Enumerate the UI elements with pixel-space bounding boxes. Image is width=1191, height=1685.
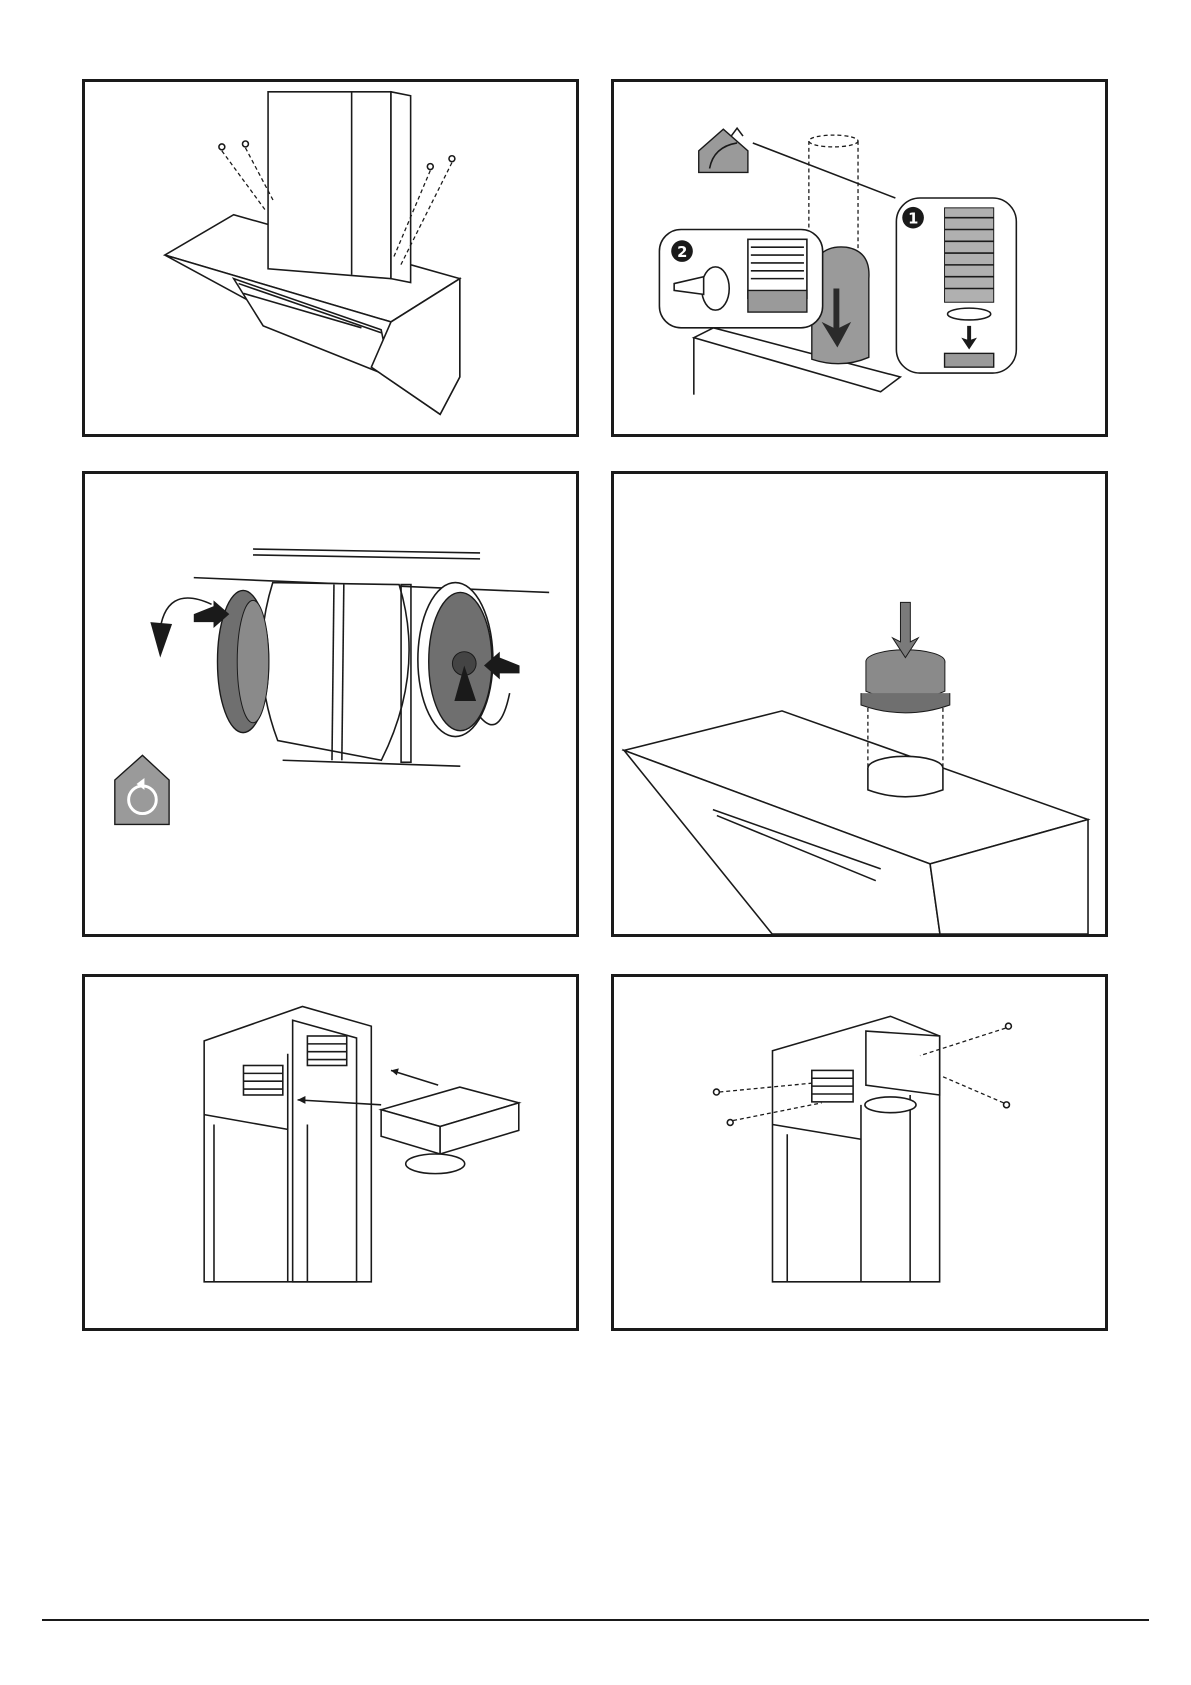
figure-duct-connection: 2 1 [611,79,1108,437]
collar-insertion-illustration [614,474,1105,934]
hose-clamp-icon [948,308,991,320]
flexible-duct-icon [945,208,994,302]
figure-carbon-filter [82,471,579,937]
screwdriver-rotate-icon [702,267,730,310]
deflector-box-insertion-illustration [85,977,576,1328]
deflector-box-screws-illustration [614,977,1105,1328]
svg-text:1: 1 [908,211,918,228]
figure-collar-insertion [611,471,1108,937]
svg-text:2: 2 [677,244,687,261]
figure-deflector-insertion [82,974,579,1331]
carbon-filter-illustration [85,474,576,934]
down-arrow-icon [893,602,919,657]
house-recirculation-icon [115,755,169,824]
chimney-screws-illustration [85,82,576,434]
figure-deflector-screws [611,974,1108,1331]
footer-rule [42,1619,1149,1621]
duct-connection-illustration: 2 1 [614,82,1105,434]
figure-chimney-screws [82,79,579,437]
house-extraction-icon [699,128,748,172]
